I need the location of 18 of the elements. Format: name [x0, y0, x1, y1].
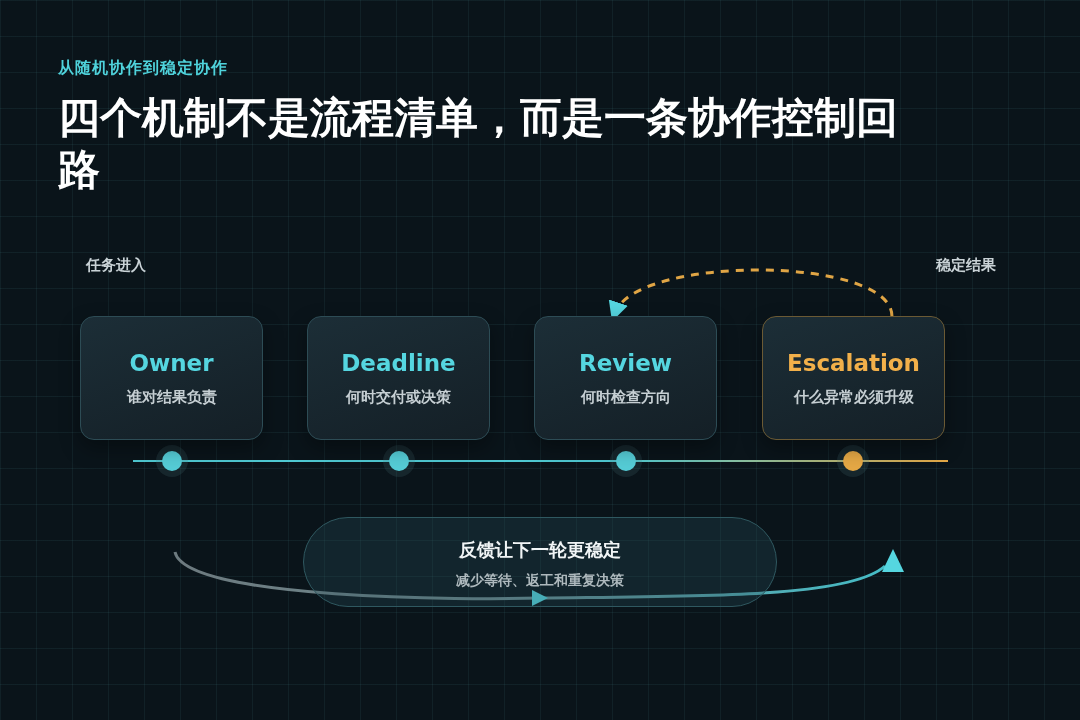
card-title: Deadline: [341, 349, 456, 376]
mechanism-card: [80, 316, 263, 440]
mechanism-card: [307, 316, 490, 440]
card-description: 何时检查方向: [580, 387, 671, 407]
card-description: 何时交付或决策: [346, 387, 451, 407]
card-title: Owner: [129, 349, 214, 376]
card-title: Escalation: [787, 349, 920, 376]
subtitle: 从随机协作到稳定协作: [58, 58, 228, 79]
title: 四个机制不是流程清单，而是一条协作控制回路: [58, 92, 899, 196]
mechanism-card: [762, 316, 945, 440]
card-description: 什么异常必须升级: [793, 387, 914, 407]
card-description: 谁对结果负责: [126, 387, 217, 407]
card-title: Review: [578, 349, 672, 376]
feedback-title: 反馈让下一轮更稳定: [459, 538, 621, 562]
stage-label: 任务进入: [86, 256, 146, 275]
mechanism-card: [534, 316, 717, 440]
stage-label: 稳定结果: [936, 256, 996, 275]
feedback-description: 减少等待、返工和重复决策: [456, 572, 624, 590]
